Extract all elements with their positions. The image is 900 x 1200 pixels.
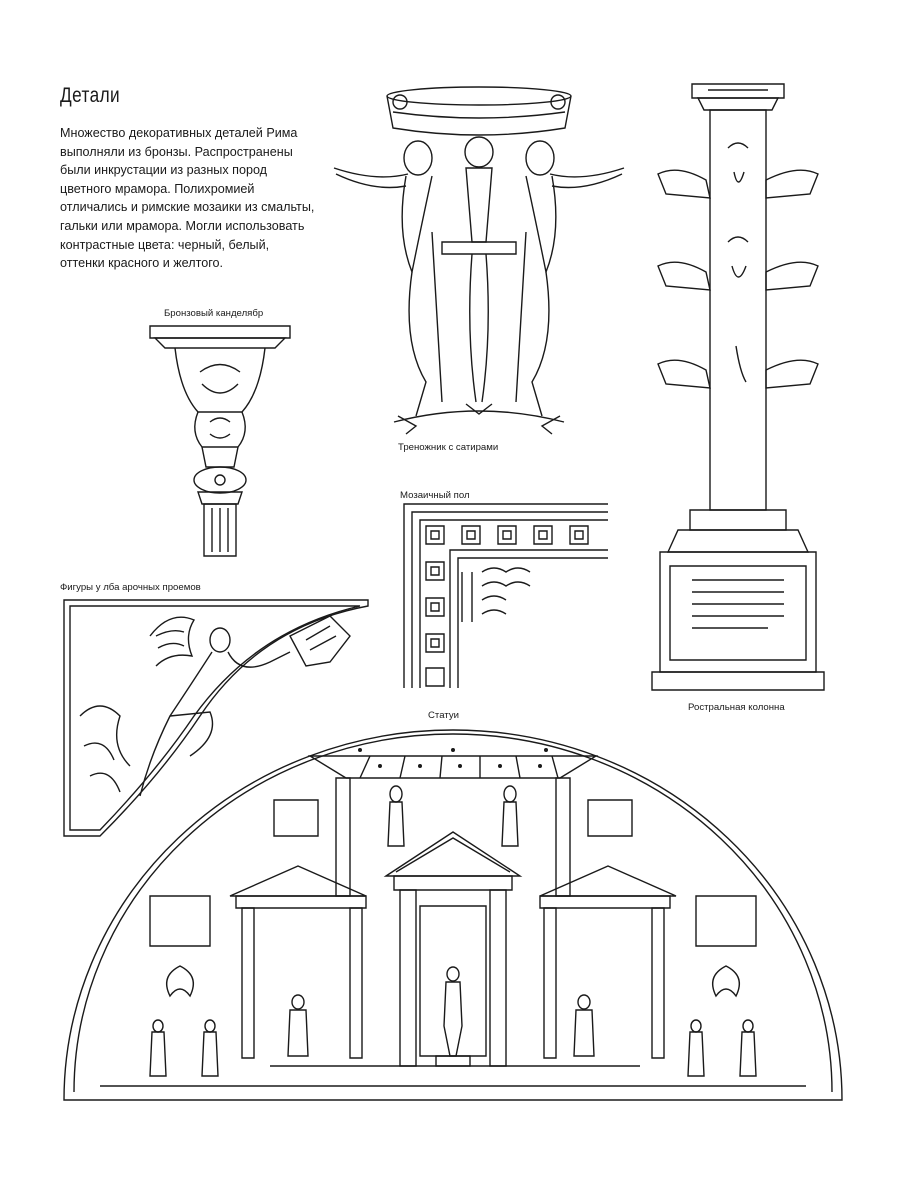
caption-mosaic: Мозаичный пол [400,490,470,501]
caption-tripod: Треножник с сатирами [398,442,499,453]
caption-candelabrum: Бронзовый канделябр [164,308,264,319]
arch-figure-illustration [60,596,372,842]
caption-rostral: Ростральная колонна [688,702,785,713]
tripod-illustration [316,82,642,438]
page-title: Детали [60,84,121,107]
statues-illustration [60,726,846,1104]
mosaic-illustration [402,502,610,688]
rostral-column-illustration [648,82,828,694]
intro-text: Множество декоративных деталей Рима выпо… [60,126,315,271]
caption-statues: Статуи [428,710,459,721]
candelabrum-illustration [140,322,300,562]
caption-arch-figures: Фигуры у лба арочных проемов [60,582,201,593]
